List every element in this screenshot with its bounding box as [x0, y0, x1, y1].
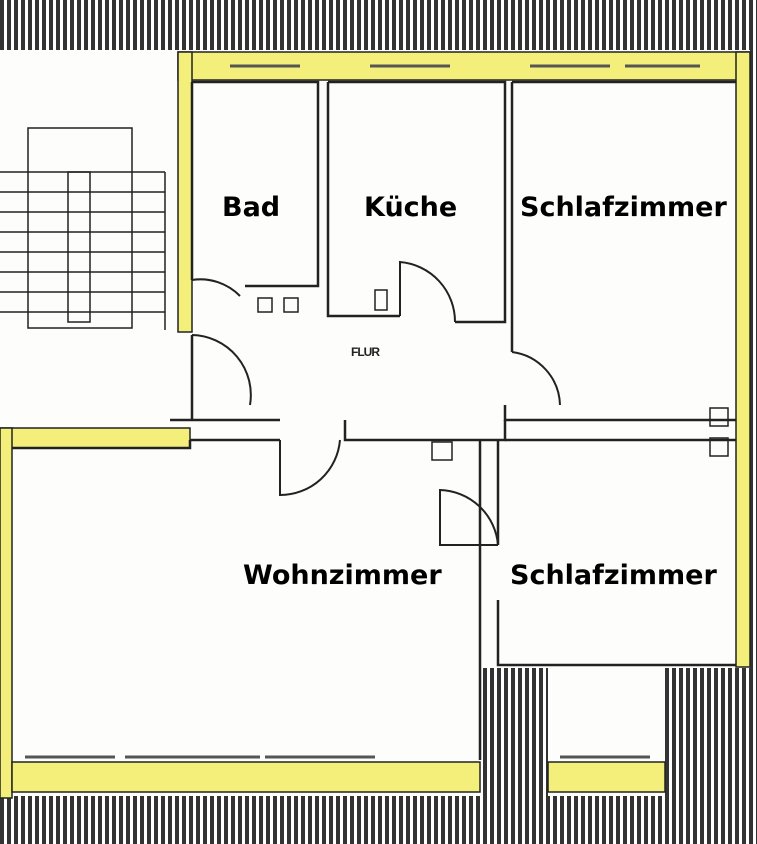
outer-walls	[0, 51, 751, 799]
windows	[25, 64, 700, 759]
room-label-bad: Bad	[222, 192, 281, 223]
room-label-schlafzimmer-1: Schlafzimmer	[520, 192, 727, 223]
doors	[191, 260, 561, 546]
roof-hatch-bottom-mid	[482, 668, 548, 844]
roof-hatch-bottom-right	[665, 668, 757, 844]
staircase	[0, 127, 166, 330]
roof-hatch-top	[0, 0, 757, 50]
roof-hatch-bottom	[0, 796, 757, 844]
room-label-schlafzimmer-2: Schlafzimmer	[510, 560, 717, 591]
roof-hatch-right	[750, 50, 757, 670]
interior-walls	[12, 80, 736, 760]
room-label-wohnzimmer: Wohnzimmer	[243, 560, 442, 591]
fixtures	[257, 289, 729, 461]
room-label-kueche: Küche	[364, 192, 458, 223]
room-label-flur: FLUR	[351, 345, 380, 359]
